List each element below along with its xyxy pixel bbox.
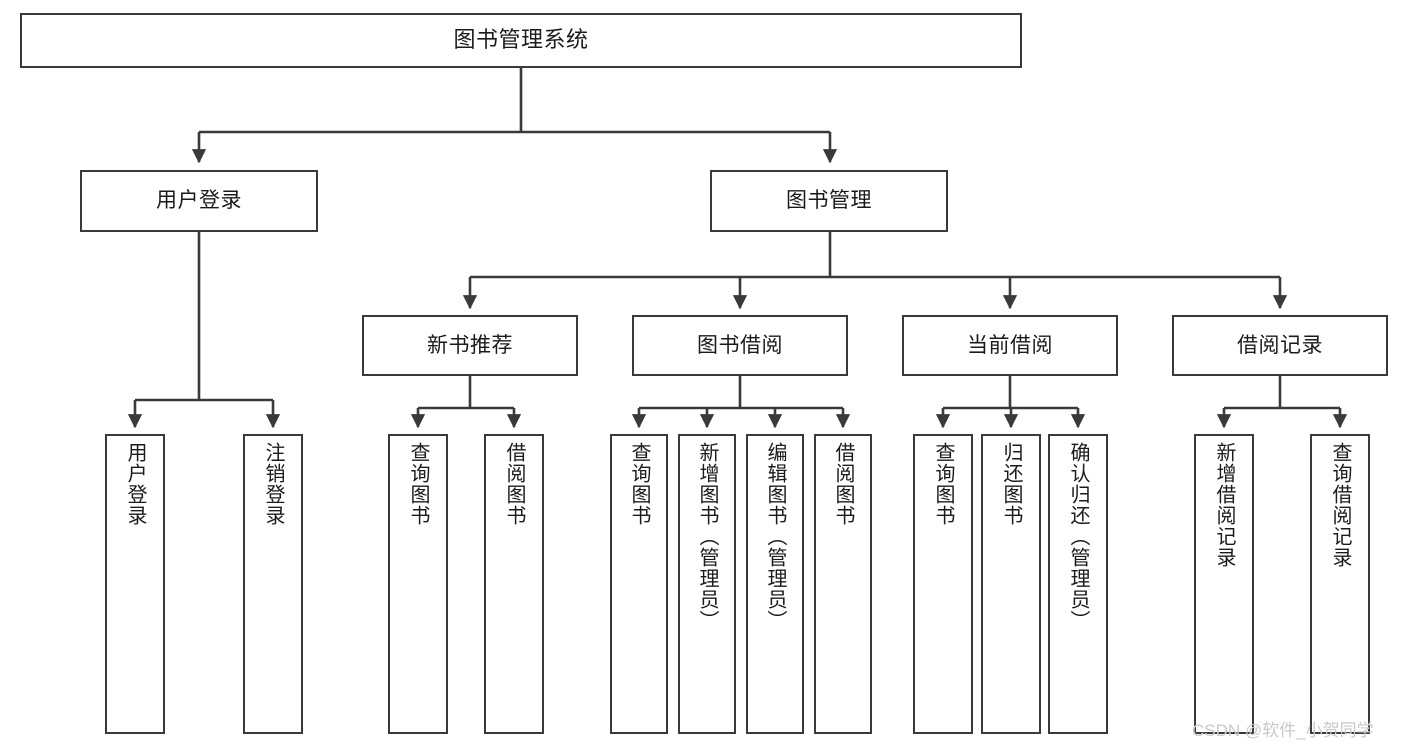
leaf-confirm-return-admin[interactable]: 确认归还（管理员） — [1048, 434, 1108, 734]
leaf-logout[interactable]: 注销登录 — [243, 434, 303, 734]
leaf-user-login[interactable]: 用户登录 — [105, 434, 165, 734]
node-borrow-record-label: 借阅记录 — [1237, 333, 1323, 357]
leaf-query-book-borrow[interactable]: 查询图书 — [610, 434, 668, 734]
node-current-borrow[interactable]: 当前借阅 — [902, 315, 1118, 376]
leaf-logout-label: 注销登录 — [262, 442, 284, 526]
leaf-query-book-recommend[interactable]: 查询图书 — [388, 434, 448, 734]
leaf-borrow-book-recommend[interactable]: 借阅图书 — [484, 434, 544, 734]
leaf-query-book-borrow-label: 查询图书 — [628, 442, 650, 526]
leaf-return-book[interactable]: 归还图书 — [981, 434, 1041, 734]
node-book-borrow[interactable]: 图书借阅 — [632, 315, 848, 376]
leaf-borrow-book-label: 借阅图书 — [832, 442, 854, 526]
node-borrow-record[interactable]: 借阅记录 — [1172, 315, 1388, 376]
leaf-borrow-book[interactable]: 借阅图书 — [814, 434, 872, 734]
leaf-add-borrow-record-label: 新增借阅记录 — [1213, 442, 1235, 568]
leaf-query-book-current-label: 查询图书 — [932, 442, 954, 526]
leaf-add-book-admin[interactable]: 新增图书（管理员） — [678, 434, 736, 734]
node-root-label: 图书管理系统 — [453, 27, 589, 53]
node-current-borrow-label: 当前借阅 — [967, 333, 1053, 357]
leaf-return-book-label: 归还图书 — [1000, 442, 1022, 526]
node-book-management[interactable]: 图书管理 — [710, 170, 948, 232]
leaf-add-book-admin-label: 新增图书（管理员） — [696, 442, 718, 631]
node-user-login[interactable]: 用户登录 — [80, 170, 318, 232]
node-new-book-recommend-label: 新书推荐 — [427, 333, 513, 357]
node-book-borrow-label: 图书借阅 — [697, 333, 783, 357]
csdn-watermark: CSDN @软件_小贺同学 — [1192, 721, 1374, 740]
leaf-query-book-current[interactable]: 查询图书 — [913, 434, 973, 734]
leaf-edit-book-admin-label: 编辑图书（管理员） — [764, 442, 786, 631]
leaf-query-borrow-record[interactable]: 查询借阅记录 — [1310, 434, 1370, 734]
leaf-edit-book-admin[interactable]: 编辑图书（管理员） — [746, 434, 804, 734]
leaf-add-borrow-record[interactable]: 新增借阅记录 — [1194, 434, 1254, 734]
node-root[interactable]: 图书管理系统 — [20, 13, 1022, 68]
node-book-management-label: 图书管理 — [786, 189, 872, 213]
leaf-borrow-book-recommend-label: 借阅图书 — [503, 442, 525, 526]
leaf-query-borrow-record-label: 查询借阅记录 — [1329, 442, 1351, 568]
leaf-user-login-label: 用户登录 — [124, 442, 146, 526]
node-new-book-recommend[interactable]: 新书推荐 — [362, 315, 578, 376]
leaf-query-book-recommend-label: 查询图书 — [407, 442, 429, 526]
leaf-confirm-return-admin-label: 确认归还（管理员） — [1067, 442, 1089, 631]
node-user-login-label: 用户登录 — [156, 189, 242, 213]
